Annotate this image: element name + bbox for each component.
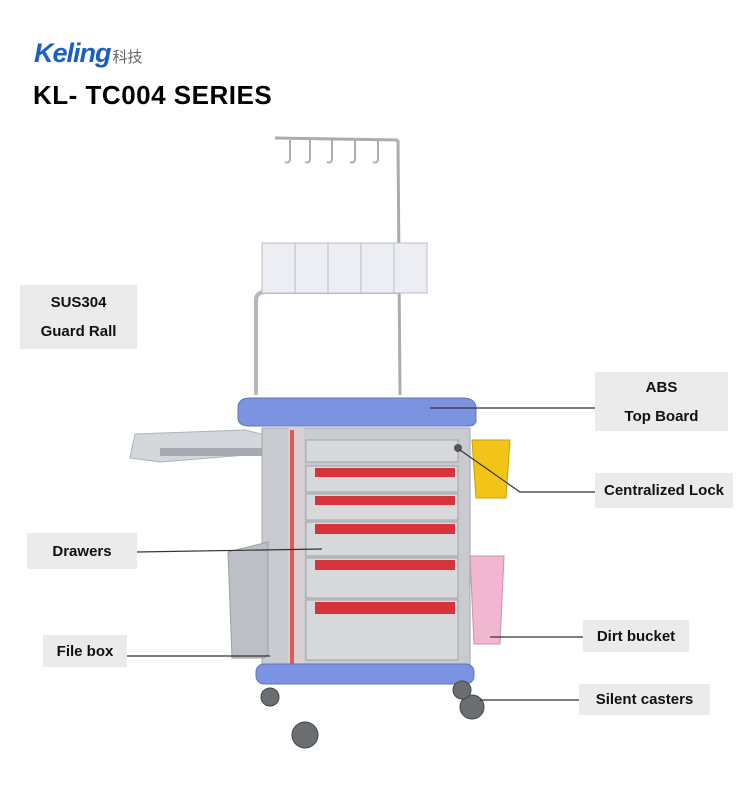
callout-guard-rail: SUS304 Guard Rall: [20, 285, 137, 349]
sharps-bin: [471, 439, 511, 499]
cart-base: [255, 663, 475, 685]
storage-bins: [261, 242, 428, 294]
brand-logo: Keling 科技: [34, 38, 143, 69]
callout-top-board-line1: ABS: [645, 378, 678, 396]
callout-casters: Silent casters: [579, 684, 710, 715]
logo-cn-text: 科技: [112, 49, 143, 66]
file-box: [227, 541, 269, 659]
dirt-bucket: [469, 555, 505, 645]
caster-icons: [260, 680, 485, 749]
callout-lines: [127, 407, 595, 701]
callout-guard-rail-line1: SUS304: [50, 294, 107, 311]
callout-top-board-line2: Top Board: [624, 407, 699, 425]
drawers: [305, 439, 459, 661]
callout-dirt-bucket: Dirt bucket: [583, 620, 689, 652]
guard-rail: [254, 290, 400, 395]
callout-lock: Centralized Lock: [595, 473, 733, 508]
logo-text: Keling: [34, 38, 112, 68]
top-board: [237, 397, 477, 427]
callout-drawers: Drawers: [27, 533, 137, 569]
callout-top-board: ABS Top Board: [595, 372, 728, 431]
callout-guard-rail-line2: Guard Rall: [40, 323, 117, 340]
callout-file-box: File box: [43, 635, 127, 667]
page-title: KL- TC004 SERIES: [33, 80, 273, 110]
